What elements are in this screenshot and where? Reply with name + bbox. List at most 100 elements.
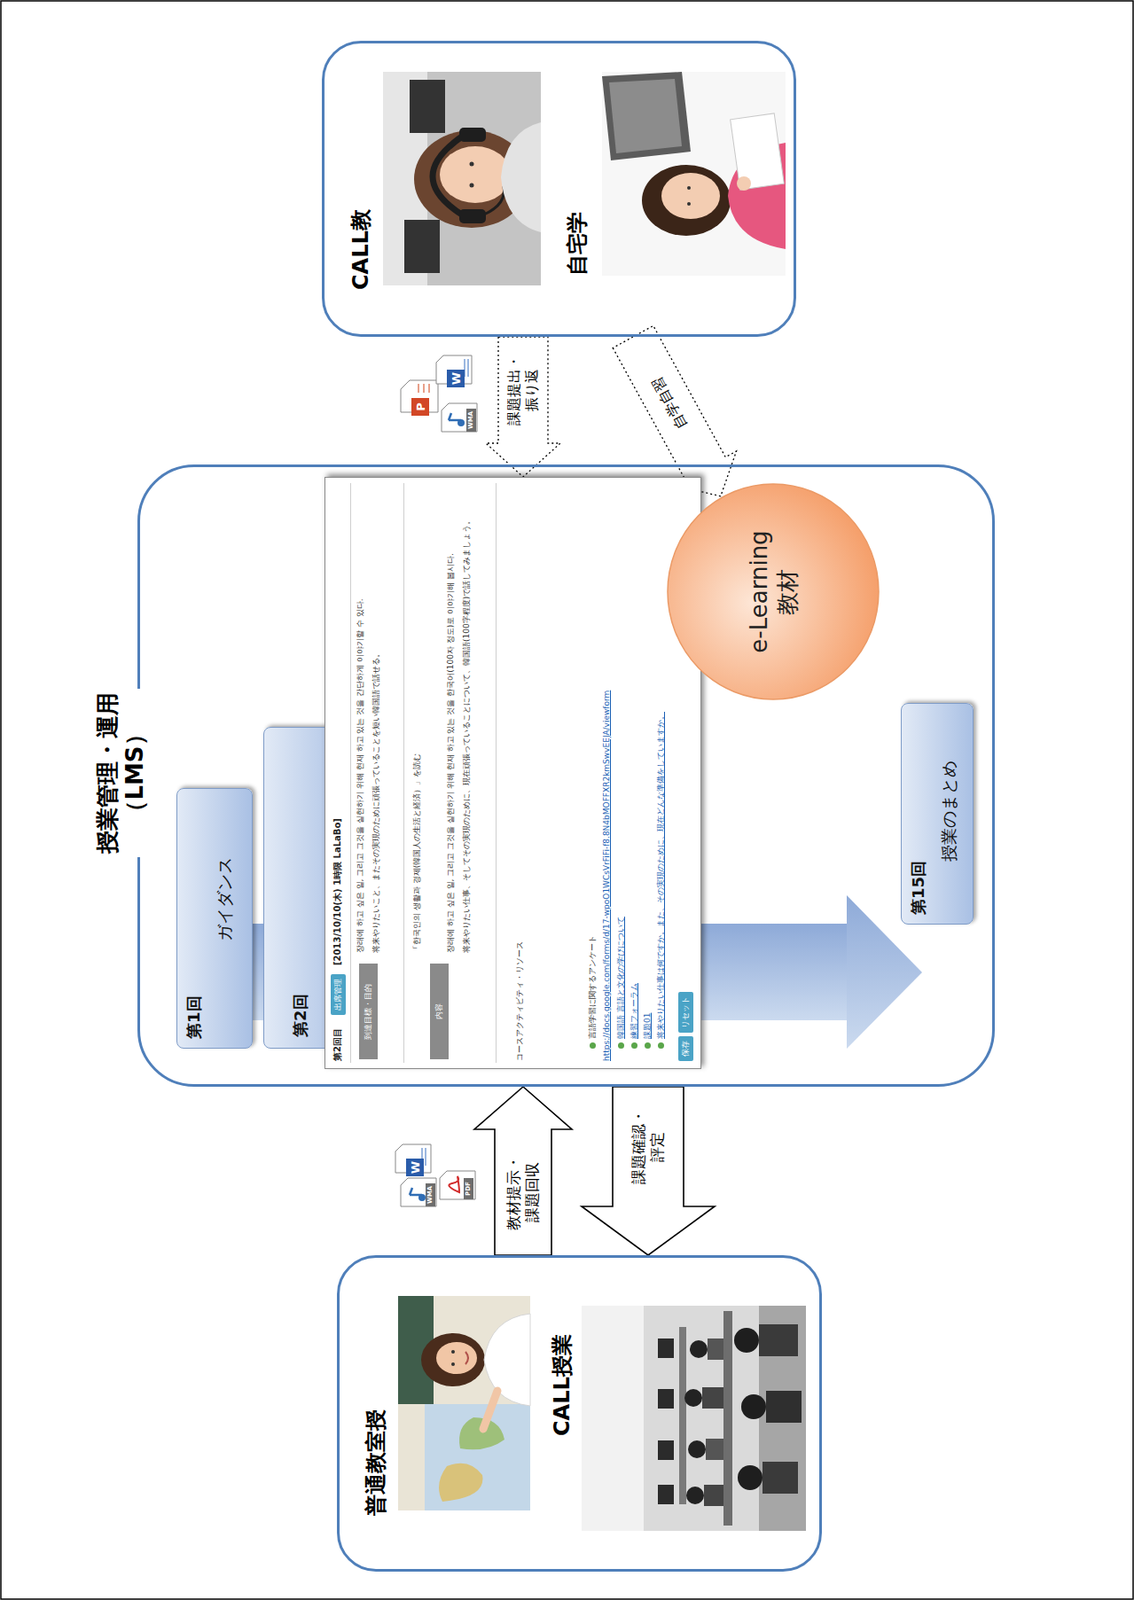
photo-caption: CALL授業 bbox=[548, 1334, 576, 1437]
file-icon bbox=[457, 419, 465, 427]
call-room-photo bbox=[762, 1462, 798, 1494]
call-room-photo bbox=[741, 1394, 767, 1420]
file-icon bbox=[464, 359, 469, 377]
block-arrow bbox=[612, 325, 736, 496]
classroom-photo bbox=[424, 1404, 531, 1511]
text-slot: 課題01 bbox=[642, 1013, 653, 1049]
call-room-photo bbox=[734, 1328, 759, 1353]
file-icon bbox=[446, 369, 465, 388]
headset-photo bbox=[484, 186, 505, 215]
arrow-label-slot: 課題確認・評定 bbox=[629, 1107, 668, 1188]
text-slot: 練習フォーラム bbox=[629, 983, 640, 1049]
text-slot: 自宅学 bbox=[563, 211, 591, 276]
call-room-photo bbox=[737, 1465, 763, 1491]
icon-logo: W bbox=[409, 1161, 422, 1174]
text-slot: 「한국인의 생활과 경제(韓国人の生活と経済）」を読む bbox=[412, 484, 423, 954]
file-icon bbox=[400, 380, 438, 413]
screen-heading: 第2回目 bbox=[332, 1028, 345, 1062]
headset-photo bbox=[459, 209, 486, 224]
file-icon bbox=[406, 1158, 424, 1177]
photo-caption: 自宅学 bbox=[563, 211, 591, 276]
text-slot: e-Learning 教材 bbox=[665, 482, 881, 702]
headset-photo bbox=[383, 71, 541, 286]
text-slot: 장래에 하고 싶은 일, 그리고 그것을 실현하기 위해 현재 하고 있는 것을… bbox=[355, 484, 366, 954]
call-room-photo bbox=[657, 1338, 674, 1359]
headset-photo bbox=[439, 146, 511, 204]
headset-photo bbox=[432, 134, 465, 217]
classroom-photo bbox=[483, 1391, 498, 1430]
headset-photo bbox=[469, 162, 475, 167]
arrow-label: 自学自習 bbox=[646, 371, 692, 435]
text-slot: 第1回 bbox=[184, 995, 205, 1040]
screen-button: リセット bbox=[678, 992, 694, 1033]
call-room-photo bbox=[758, 1324, 798, 1357]
elearning-ellipse: e-Learning 教材 bbox=[665, 482, 881, 702]
text-slot: 授業のまとめ bbox=[938, 760, 961, 862]
photo-caption: 普通教室授 bbox=[362, 1409, 390, 1517]
file-icon bbox=[411, 398, 430, 416]
arrow-label-slot: 教材提示・課題回収 bbox=[504, 1152, 543, 1233]
call-room-photo bbox=[758, 1306, 806, 1532]
headset-photo bbox=[500, 122, 541, 233]
text-slot: 将来やりたい仕事、そしてその実現のために、現在頑張っていることについて、韓国語(… bbox=[461, 484, 472, 954]
call-room-photo bbox=[581, 1306, 806, 1532]
icon-tag: WMA bbox=[468, 411, 475, 430]
home-study-photo bbox=[736, 176, 751, 191]
text-slot: 内容 bbox=[430, 963, 449, 1060]
file-icon bbox=[441, 403, 478, 432]
call-room-photo bbox=[703, 1485, 724, 1507]
classroom-photo bbox=[451, 1362, 455, 1367]
separator-line bbox=[403, 483, 405, 1064]
classroom-photo bbox=[465, 1352, 469, 1365]
session-number: 第1回 bbox=[184, 995, 205, 1040]
text-slot: 保存 bbox=[678, 1036, 694, 1062]
screen-text: 장래에 하고 싶은 일, 그리고 그것을 실현하기 위해 현재 하고 있는 것을… bbox=[445, 484, 456, 954]
text-slot: 到達目標・目的 bbox=[359, 963, 378, 1060]
call-room-photo bbox=[684, 1389, 703, 1408]
file-icon bbox=[418, 383, 430, 393]
text-slot: [2013/10/10(木) 1時限 LaLaBo] bbox=[332, 818, 345, 966]
panel-title: 授業管理・運用（LMS） bbox=[93, 688, 149, 858]
session-card: 第1回 ガイダンス bbox=[176, 788, 253, 1049]
file-icon bbox=[409, 1188, 413, 1196]
call-room-photo bbox=[657, 1485, 674, 1505]
call-room-photo bbox=[705, 1439, 724, 1461]
screen-link: https://docs.google.com/forms/d/17-wpoO1… bbox=[602, 529, 612, 1062]
text-slot: コースアクティビティ・リソース bbox=[515, 941, 525, 1062]
text-slot: 장래에 하고 싶은 일, 그리고 그것을 실현하기 위해 현재 하고 있는 것을… bbox=[445, 484, 456, 954]
text-slot: 第2回 bbox=[290, 993, 312, 1038]
screen-text: 将来やりたい仕事、そしてその実現のために、現在頑張っていることについて、韓国語(… bbox=[461, 484, 472, 954]
file-icon bbox=[463, 1178, 474, 1200]
classroom-photo bbox=[484, 1313, 531, 1407]
home-study-photo bbox=[687, 202, 691, 206]
icon-label-slot: W bbox=[406, 1158, 424, 1177]
scene-panel: CALL教 自宅学 bbox=[321, 40, 797, 337]
session-topic: ガイダンス bbox=[214, 857, 236, 942]
session-number: 第2回 bbox=[290, 993, 312, 1038]
screen-link: 練習フォーラム bbox=[629, 983, 640, 1049]
text-slot: 授業管理・運用（LMS） bbox=[93, 688, 149, 858]
call-room-photo bbox=[702, 1387, 724, 1409]
file-icon bbox=[400, 380, 438, 416]
screen-link: 韓国語 言語と文化の学びについて bbox=[616, 916, 626, 1049]
home-study-photo bbox=[687, 186, 691, 190]
text-slot: 普通教室授 bbox=[362, 1409, 390, 1517]
text-slot: ガイダンス bbox=[214, 857, 236, 942]
text-slot: CALL教 bbox=[347, 209, 375, 290]
block-arrow bbox=[474, 1087, 572, 1256]
icon-label-slot: W bbox=[446, 369, 465, 388]
home-study-photo bbox=[609, 78, 682, 154]
file-icon bbox=[418, 1194, 426, 1202]
arrow-label-slot: 自学自習 bbox=[646, 371, 692, 435]
icon-tag: WMA bbox=[427, 1186, 434, 1205]
call-room-photo bbox=[766, 1391, 802, 1424]
file-icon bbox=[466, 408, 477, 432]
text-slot: 出席管理 bbox=[330, 974, 346, 1016]
headset-photo bbox=[459, 127, 486, 142]
file-icon bbox=[425, 1183, 436, 1207]
call-room-photo bbox=[723, 1311, 733, 1526]
screen-item: 言語学習に関するアンケート bbox=[587, 935, 598, 1049]
classroom-photo bbox=[398, 1296, 531, 1511]
